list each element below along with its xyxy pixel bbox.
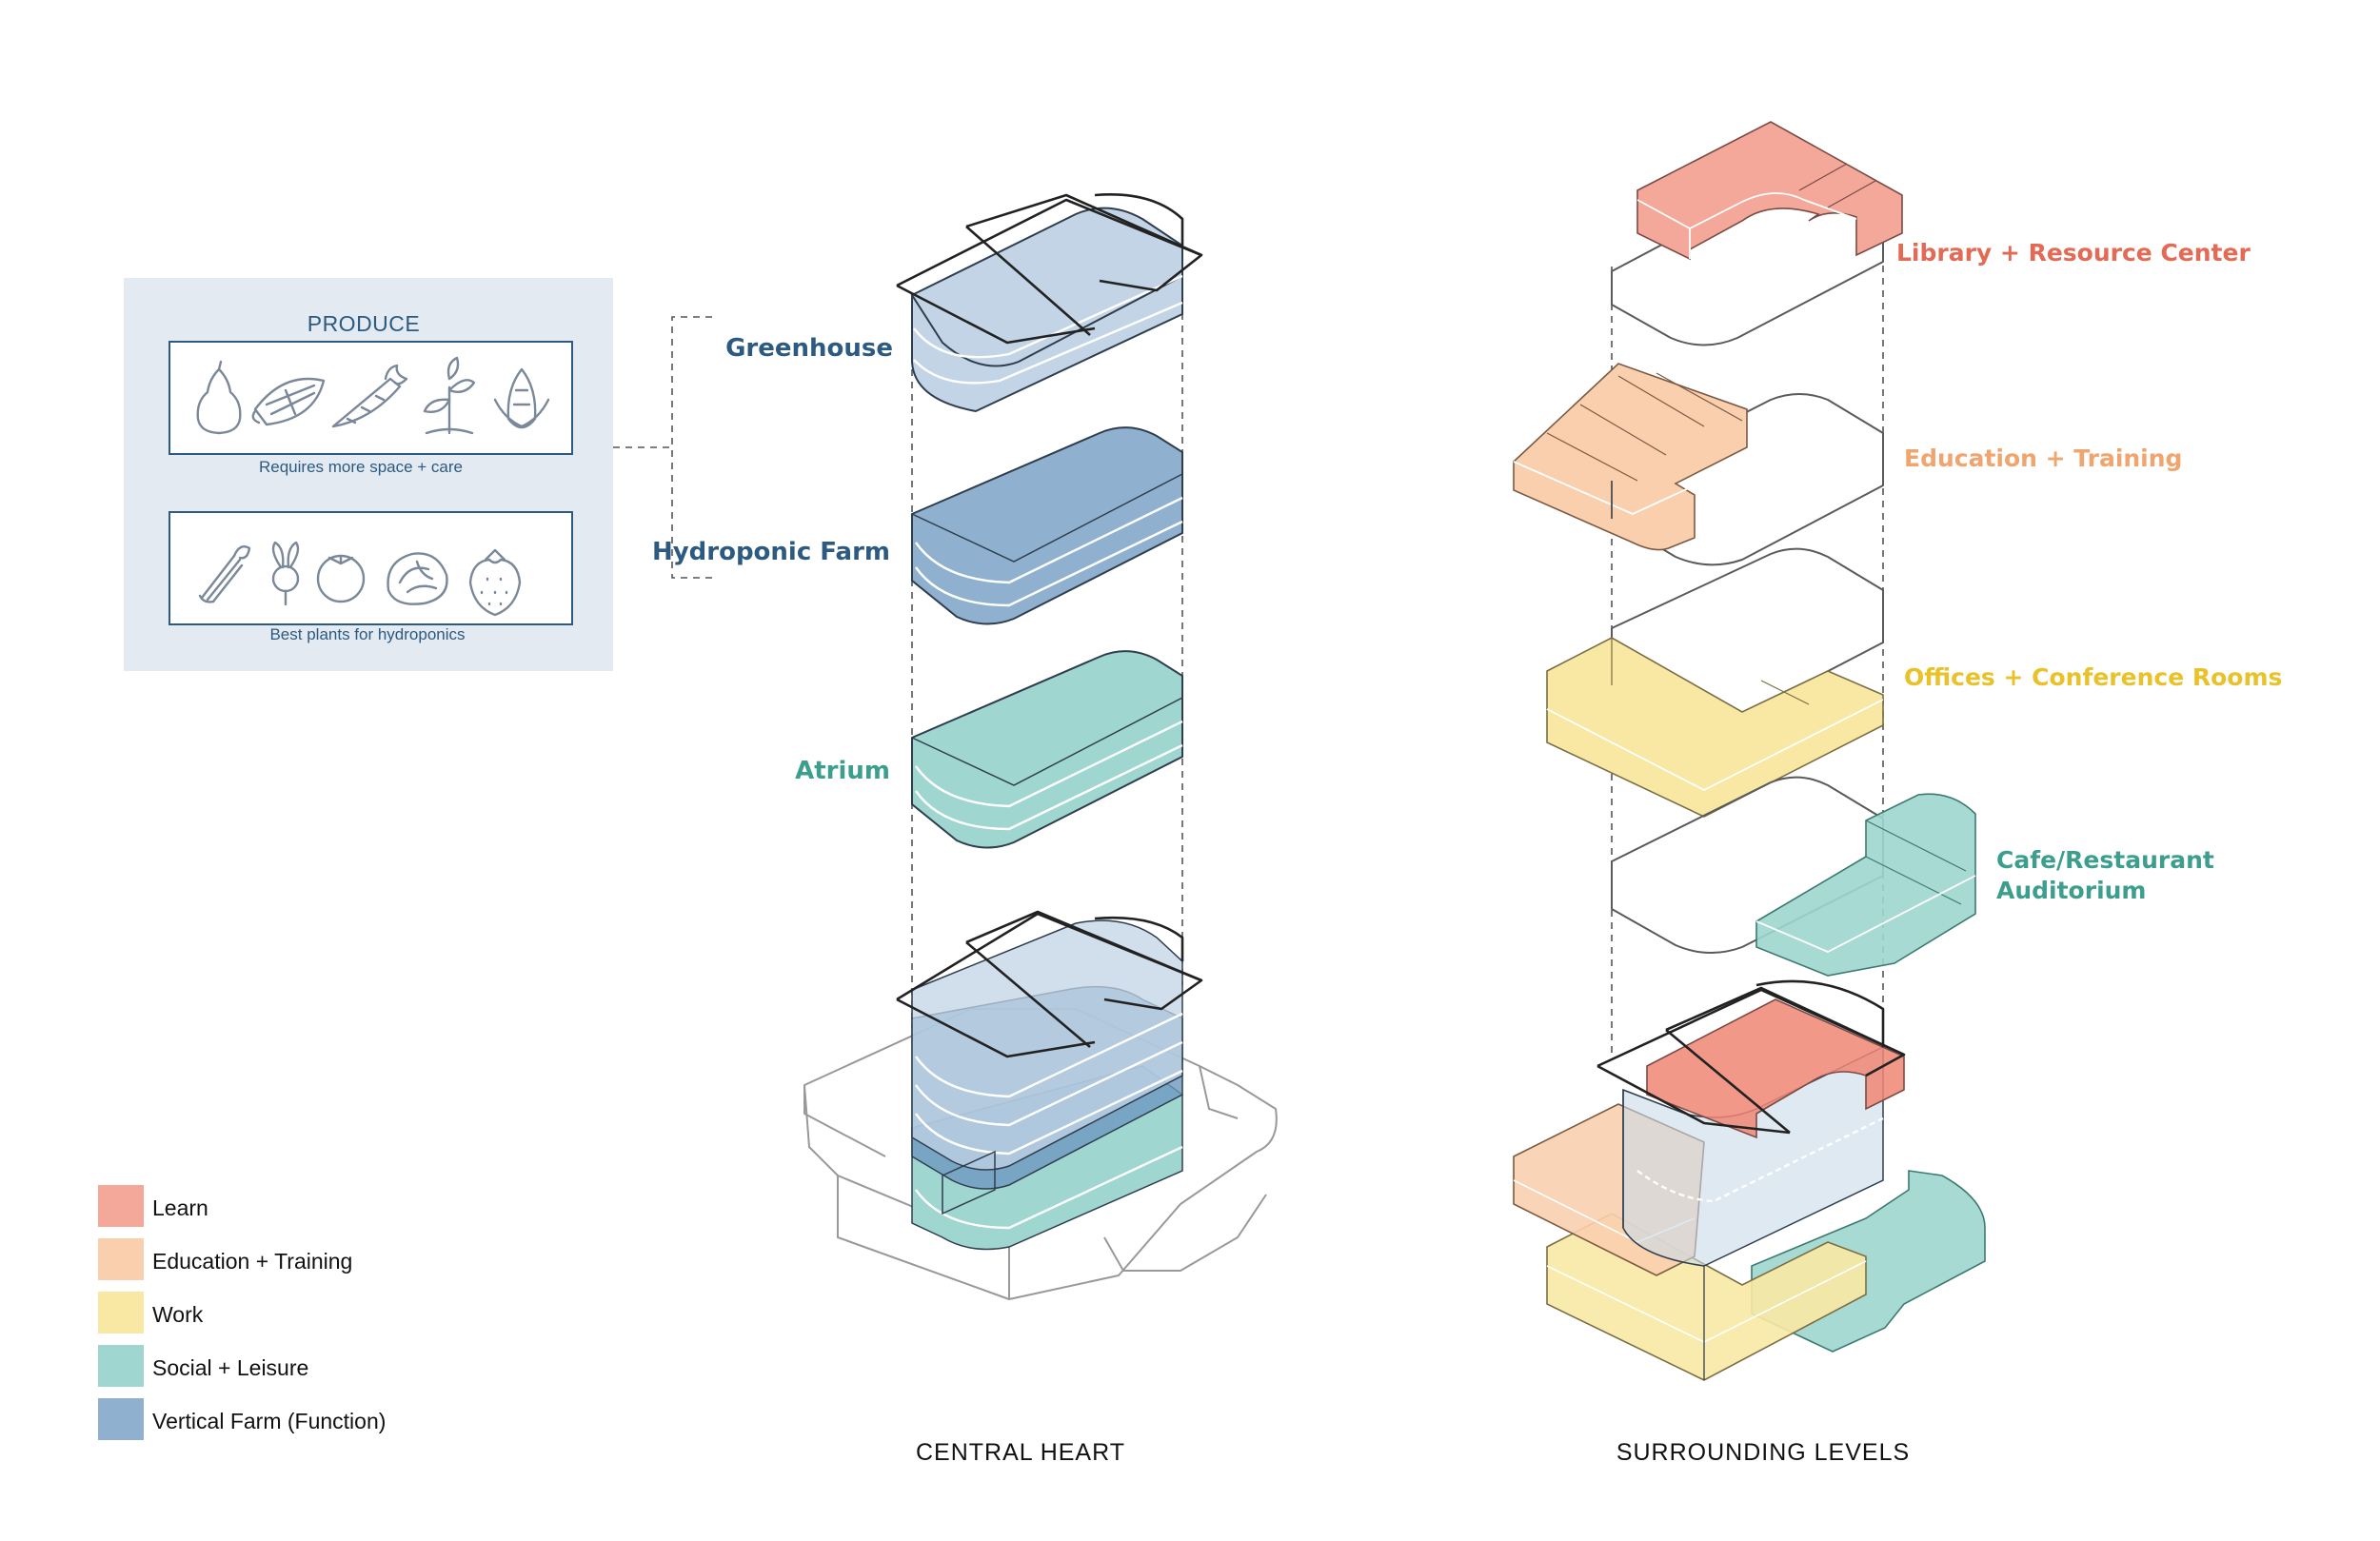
legend-label-social: Social + Leisure: [152, 1355, 308, 1380]
corn-husk-icon: [493, 367, 550, 429]
produce-box-hydroponics: [169, 511, 573, 625]
education-level: [1513, 363, 1884, 566]
legend-label-learn: Learn: [152, 1195, 208, 1220]
seedling-icon: [423, 356, 476, 435]
legend-label-education: Education + Training: [152, 1249, 352, 1274]
produce-box1-caption: Requires more space + care: [259, 458, 463, 476]
produce-title: PRODUCE: [307, 311, 421, 336]
legend-swatch-education: [98, 1238, 144, 1280]
cafe-level: [1611, 776, 1976, 977]
central-heart-stack: Greenhouse Hydroponic Farm Atrium: [652, 193, 1278, 1466]
legend-swatch-learn: [98, 1185, 144, 1227]
label-education: Education + Training: [1904, 445, 2182, 472]
greenhouse-block: [896, 193, 1203, 413]
label-auditorium: Auditorium: [1996, 877, 2146, 904]
label-library: Library + Resource Center: [1896, 239, 2251, 267]
tomato-icon: [316, 554, 366, 603]
strawberry-icon: [468, 548, 522, 617]
legend-label-work: Work: [152, 1302, 204, 1327]
produce-bracket: [613, 316, 712, 579]
label-offices: Offices + Conference Rooms: [1904, 663, 2282, 691]
legend-swatch-work: [98, 1292, 144, 1334]
hydroponic-farm-block: [911, 426, 1183, 625]
surrounding-levels-stack: Library + Resource Center Education + Tr…: [1513, 121, 2282, 1466]
produce-panel: PRODUCE Requires more space: [124, 278, 613, 671]
atrium-block: [911, 650, 1183, 849]
label-atrium: Atrium: [795, 757, 890, 785]
offices-level: [1546, 547, 1884, 818]
squash-icon: [196, 360, 242, 435]
legend-swatch-farm: [98, 1398, 144, 1440]
cabbage-icon: [387, 552, 448, 605]
label-greenhouse: Greenhouse: [725, 334, 893, 363]
produce-box2-caption: Best plants for hydroponics: [269, 625, 465, 643]
produce-box-space-care: [169, 341, 573, 455]
legend-label-farm: Vertical Farm (Function): [152, 1409, 386, 1433]
label-cafe: Cafe/Restaurant: [1996, 846, 2214, 874]
label-hydroponic-farm: Hydroponic Farm: [652, 538, 890, 566]
caption-central-heart: CENTRAL HEART: [916, 1439, 1125, 1466]
legend: Learn Education + Training Work Social +…: [98, 1185, 386, 1440]
beet-icon: [271, 541, 300, 606]
celery-icon: [198, 545, 251, 603]
library-level: [1611, 121, 1903, 346]
caption-surrounding-levels: SURROUNDING LEVELS: [1616, 1439, 1910, 1466]
legend-swatch-social: [98, 1345, 144, 1387]
central-assembly: [803, 910, 1278, 1300]
carrot-icon: [331, 364, 408, 428]
corn-cob-icon: [251, 377, 326, 426]
surrounding-assembly: [1513, 979, 1986, 1381]
